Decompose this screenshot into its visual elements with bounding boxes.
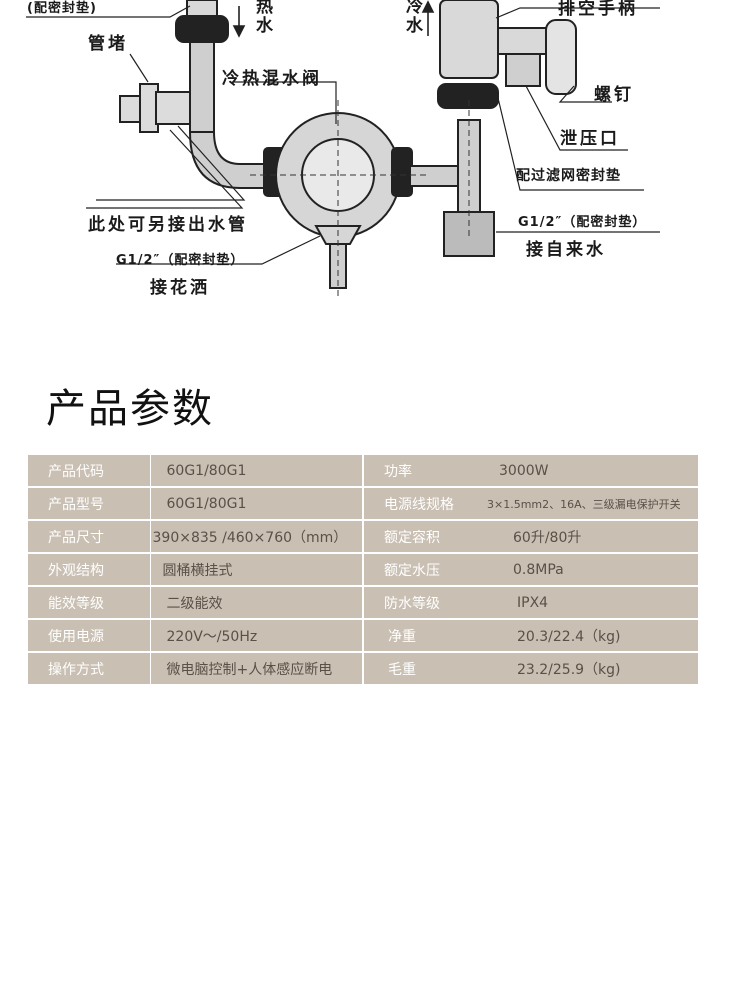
table-row: 使用电源 220V～/50Hz 净重 20.3/22.4（kg): [28, 619, 698, 652]
table-row: 产品型号 60G1/80G1 电源线规格 3×1.5mm2、16A、三级漏电保护…: [28, 487, 698, 520]
spec-key: 净重: [363, 619, 487, 652]
spec-value: 微电脑控制+人体感应断电: [150, 652, 363, 684]
g-half-right-label: G1/2″（配密封垫）: [518, 211, 646, 230]
relief-port-label: 泄压口: [560, 124, 620, 149]
spec-key: 防水等级: [363, 586, 487, 619]
table-row: 产品尺寸 390×835 /460×760（mm） 额定容积 60升/80升: [28, 520, 698, 553]
spec-key: 操作方式: [28, 652, 150, 684]
spec-value: 20.3/22.4（kg): [487, 619, 698, 652]
spec-key: 额定水压: [363, 553, 487, 586]
spec-value: 390×835 /460×760（mm）: [150, 520, 363, 553]
from-tap-label: 接自来水: [526, 235, 606, 260]
gasket-label-top-left: (配密封垫): [27, 0, 97, 16]
spec-key: 产品代码: [28, 455, 150, 487]
spec-key: 产品型号: [28, 487, 150, 520]
table-row: 产品代码 60G1/80G1 功率 3000W: [28, 455, 698, 487]
mixing-valve-label: 冷热混水阀: [222, 64, 322, 89]
screw-label: 螺钉: [594, 80, 634, 105]
installation-diagram: (配密封垫) 热水 冷水 排空手柄 管堵 冷热混水阀 螺钉 泄压口 配过滤网密封…: [0, 0, 730, 320]
spec-table: 产品代码 60G1/80G1 功率 3000W 产品型号 60G1/80G1 电…: [28, 455, 698, 684]
drain-handle-label: 排空手柄: [558, 0, 638, 19]
spec-value: 0.8MPa: [487, 553, 698, 586]
spec-value: 3000W: [487, 455, 698, 487]
table-row: 外观结构 圆桶横挂式 额定水压 0.8MPa: [28, 553, 698, 586]
filter-gasket-label: 配过滤网密封垫: [516, 165, 621, 185]
table-row: 操作方式 微电脑控制+人体感应断电 毛重 23.2/25.9（kg): [28, 652, 698, 684]
spec-value: 23.2/25.9（kg): [487, 652, 698, 684]
spec-key: 使用电源: [28, 619, 150, 652]
spec-key: 功率: [363, 455, 487, 487]
hot-water-label: 热水: [250, 0, 275, 35]
table-row: 能效等级 二级能效 防水等级 IPX4: [28, 586, 698, 619]
g-half-left-label: G1/2″（配密封垫）: [116, 249, 244, 268]
spec-key: 产品尺寸: [28, 520, 150, 553]
spec-value: IPX4: [487, 586, 698, 619]
spec-value: 220V～/50Hz: [150, 619, 363, 652]
spec-value: 60升/80升: [487, 520, 698, 553]
spec-key: 额定容积: [363, 520, 487, 553]
spec-value: 圆桶横挂式: [150, 553, 363, 586]
spec-value: 60G1/80G1: [150, 487, 363, 520]
spec-key: 能效等级: [28, 586, 150, 619]
spec-value: 3×1.5mm2、16A、三级漏电保护开关: [487, 487, 698, 520]
outlet-note-label: 此处可另接出水管: [88, 210, 248, 235]
section-title: 产品参数: [46, 376, 214, 434]
to-shower-label: 接花洒: [150, 273, 210, 298]
pipe-plug-label: 管堵: [88, 29, 128, 54]
spec-value: 二级能效: [150, 586, 363, 619]
spec-key: 外观结构: [28, 553, 150, 586]
spec-key: 毛重: [363, 652, 487, 684]
spec-value: 60G1/80G1: [150, 455, 363, 487]
spec-key: 电源线规格: [363, 487, 487, 520]
cold-water-label: 冷水: [400, 0, 425, 35]
